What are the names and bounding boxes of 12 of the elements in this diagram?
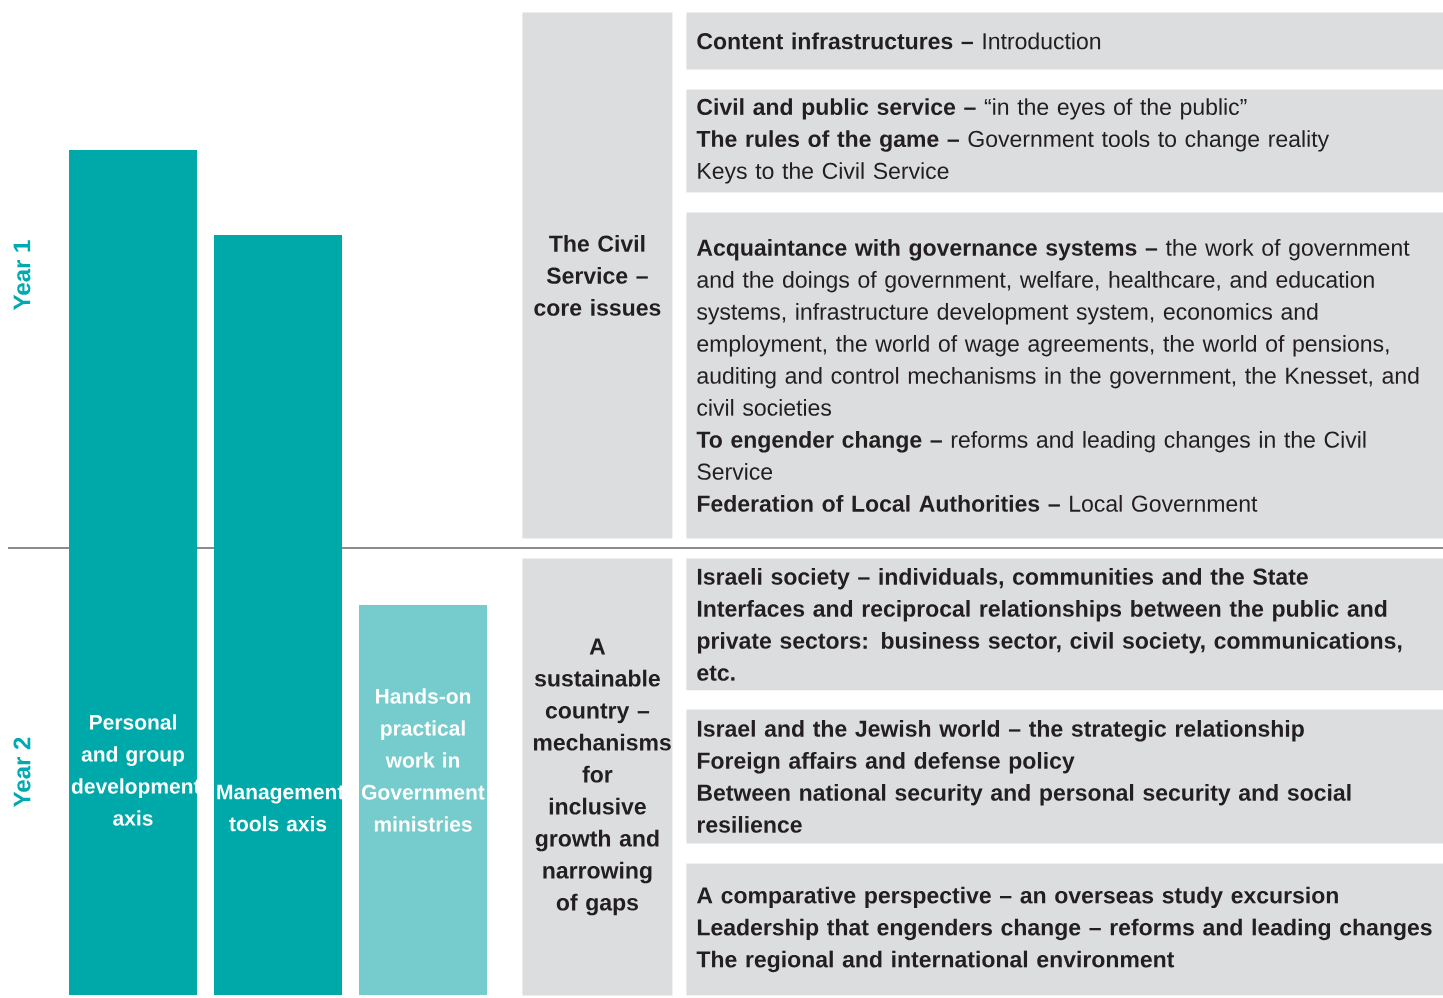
topic-box: A comparative perspective – an overseas study excursion Leadership that engenders change – reforms and leading changes The regional and international environment	[686, 863, 1443, 996]
topic-box: Acquaintance with governance systems – the work of government and the doings of government, welfare, healthcare, and education systems, infrastructure development system, economics and employment, the world of wage agreements, the world of pensions, auditing and control mechanisms in the government, the Knesset, and civil societies To engender change – reforms and leading changes in the Civil Service Federation of Local Authorities – Local Government	[686, 212, 1443, 539]
topic-box: Content infrastructures – Introduction	[686, 12, 1443, 70]
year-label: Year 2	[13, 737, 31, 807]
year-label: Year 1	[13, 240, 31, 310]
column-box: The Civil Service – core issues	[522, 12, 673, 539]
bar-label: Hands-on practical work in Government ministries	[362, 688, 485, 832]
column-box: A sustainable country – mechanisms for inclusive growth and narrowing of gaps	[522, 558, 673, 996]
topic-box: Israeli society – individuals, communities and the State Interfaces and reciprocal relationships between the public and private sectors: business sector, civil society, communications, etc.	[686, 558, 1443, 691]
topic-box: Israel and the Jewish world – the strategic relationship Foreign affairs and defense policy Between national security and personal security and social resilience	[686, 709, 1443, 844]
topic-box: Civil and public service – “in the eyes of the public” The rules of the game – Government tools to change reality Keys to the Civil Service	[686, 89, 1443, 193]
bar-label: Management tools axis	[217, 784, 345, 832]
